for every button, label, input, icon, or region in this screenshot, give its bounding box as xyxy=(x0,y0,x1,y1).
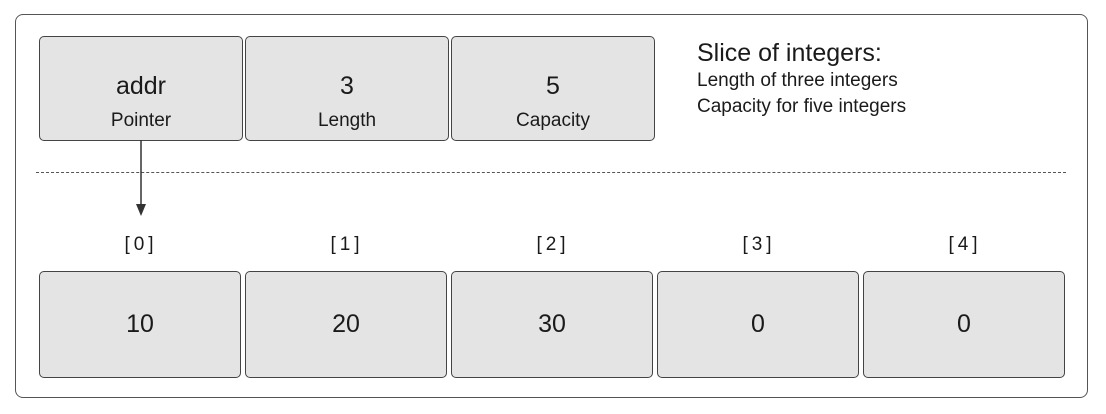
index-label: [4] xyxy=(948,234,982,255)
array-cell: 20 xyxy=(245,271,447,378)
pointer-value: addr xyxy=(115,72,167,100)
array-cell: 0 xyxy=(657,271,859,378)
capacity-label: Capacity xyxy=(516,110,590,131)
index-label: [1] xyxy=(330,234,364,255)
caption-title: Slice of integers: xyxy=(697,39,882,67)
capacity-field: 5 Capacity xyxy=(451,36,655,141)
index-label: [0] xyxy=(124,234,158,255)
pointer-arrow xyxy=(136,140,146,216)
pointer-label: Pointer xyxy=(110,110,172,131)
length-label: Length xyxy=(317,110,377,131)
slice-caption: Slice of integers: Length of three integ… xyxy=(697,38,906,120)
length-field: 3 Length xyxy=(245,36,449,141)
pointer-field: addr Pointer xyxy=(39,36,243,141)
index-label: [2] xyxy=(536,234,570,255)
array-cell: 30 xyxy=(451,271,653,378)
caption-length-line: Length of three integers xyxy=(697,70,898,91)
separator-line xyxy=(36,172,1066,173)
caption-capacity-line: Capacity for five integers xyxy=(697,96,907,117)
index-label: [3] xyxy=(742,234,776,255)
array-cell: 0 xyxy=(863,271,1065,378)
diagram-frame xyxy=(15,14,1088,398)
capacity-value: 5 xyxy=(546,72,560,100)
length-value: 3 xyxy=(340,72,354,100)
array-cell: 10 xyxy=(39,271,241,378)
